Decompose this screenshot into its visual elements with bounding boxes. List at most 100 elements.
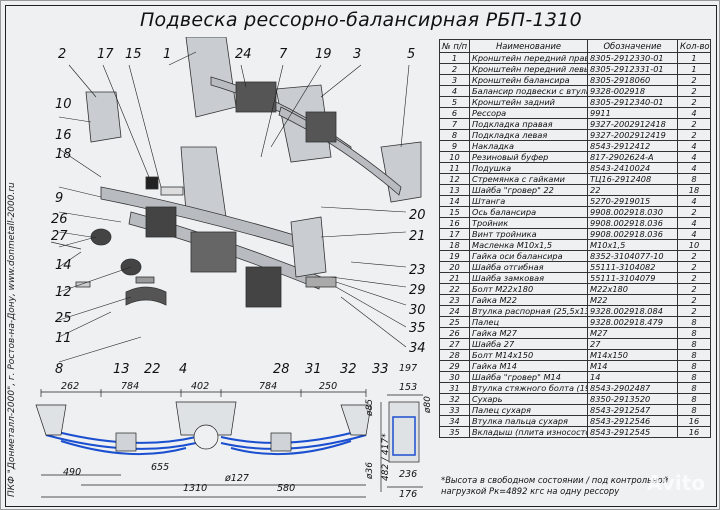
row-quantity: 2	[677, 261, 711, 273]
callout-2: 2	[58, 47, 67, 62]
row-quantity: 2	[677, 272, 711, 284]
dim-784-left: 784	[121, 381, 140, 392]
row-name: Гайка М27	[469, 327, 588, 339]
row-quantity: 4	[677, 162, 711, 174]
row-name: Втулка распорная (25,5х139)	[469, 305, 588, 317]
row-number: 1	[439, 52, 470, 64]
row-designation: 8543-2902487	[587, 382, 678, 394]
header-number: № п/п	[439, 39, 470, 53]
dim-402: 402	[191, 381, 210, 392]
row-number: 6	[439, 107, 470, 119]
dim-784-right: 784	[259, 381, 278, 392]
row-quantity: 2	[677, 206, 711, 218]
row-designation: 8350-2913520	[587, 393, 678, 405]
row-number: 34	[439, 415, 470, 427]
callout-16: 16	[55, 128, 72, 143]
watermark-logo: Avito	[647, 471, 705, 495]
callout-23: 23	[409, 263, 426, 278]
row-number: 22	[439, 283, 470, 295]
callout-4: 4	[179, 362, 188, 377]
row-designation: 8305-2912330-01	[587, 52, 678, 64]
row-designation: 9328-002918	[587, 85, 678, 97]
dim-655: 655	[151, 462, 170, 473]
row-quantity: 8	[677, 173, 711, 185]
row-number: 13	[439, 184, 470, 196]
header-designation: Обозначение	[587, 39, 678, 53]
row-designation: 9327-2002912419	[587, 129, 678, 141]
callout-3: 3	[353, 47, 362, 62]
row-name: Стремянка с гайками	[469, 173, 588, 185]
row-name: Гайка М14	[469, 360, 588, 372]
row-designation: М14х150	[587, 349, 678, 361]
row-number: 32	[439, 393, 470, 405]
row-quantity: 1	[677, 52, 711, 64]
callout-18: 18	[55, 147, 72, 162]
row-quantity: 8	[677, 393, 711, 405]
row-name: Подушка	[469, 162, 588, 174]
row-name: Подкладка левая	[469, 129, 588, 141]
callout-17: 17	[97, 47, 114, 62]
row-number: 28	[439, 349, 470, 361]
row-designation: 8543-2410024	[587, 162, 678, 174]
callout-12: 12	[55, 285, 72, 300]
row-quantity: 8	[677, 404, 711, 416]
row-quantity: 4	[677, 140, 711, 152]
row-name: Шайба отгибная	[469, 261, 588, 273]
header-quantity: Кол-во	[677, 39, 711, 53]
suspension-drawing	[35, 37, 423, 498]
footnote: *Высота в свободном состоянии / под конт…	[441, 475, 669, 496]
callout-30: 30	[409, 303, 426, 318]
row-quantity: 2	[677, 74, 711, 86]
row-number: 29	[439, 360, 470, 372]
callout-9: 9	[55, 191, 64, 206]
row-quantity: 18	[677, 184, 711, 196]
row-designation: 8305-2912340-01	[587, 96, 678, 108]
row-number: 12	[439, 173, 470, 185]
row-quantity: 8	[677, 349, 711, 361]
row-name: Шайба замковая	[469, 272, 588, 284]
row-quantity: 2	[677, 294, 711, 306]
row-quantity: 2	[677, 283, 711, 295]
row-designation: 55111-3104082	[587, 261, 678, 273]
row-designation: М27	[587, 327, 678, 339]
dim-580: 580	[277, 483, 296, 494]
row-quantity: 2	[677, 250, 711, 262]
row-designation: 9908.002918.036	[587, 228, 678, 240]
row-designation: 8543-2912412	[587, 140, 678, 152]
row-quantity: 4	[677, 107, 711, 119]
dim-d80: ø80	[423, 396, 433, 413]
row-designation: 8543-2912547	[587, 404, 678, 416]
row-name: Палец сухаря	[469, 404, 588, 416]
row-name: Балансир подвески с втулкой	[469, 85, 588, 97]
row-name: Гайка оси балансира	[469, 250, 588, 262]
dim-250: 250	[319, 381, 338, 392]
row-designation: М22х180	[587, 283, 678, 295]
row-number: 26	[439, 327, 470, 339]
callout-19: 19	[315, 47, 332, 62]
row-quantity: 4	[677, 151, 711, 163]
row-quantity: 2	[677, 96, 711, 108]
row-name: Подкладка правая	[469, 118, 588, 130]
row-designation: 9911	[587, 107, 678, 119]
callout-8: 8	[55, 362, 64, 377]
callout-7: 7	[279, 47, 288, 62]
row-name: Масленка М10х1,5	[469, 239, 588, 251]
row-quantity: 4	[677, 217, 711, 229]
